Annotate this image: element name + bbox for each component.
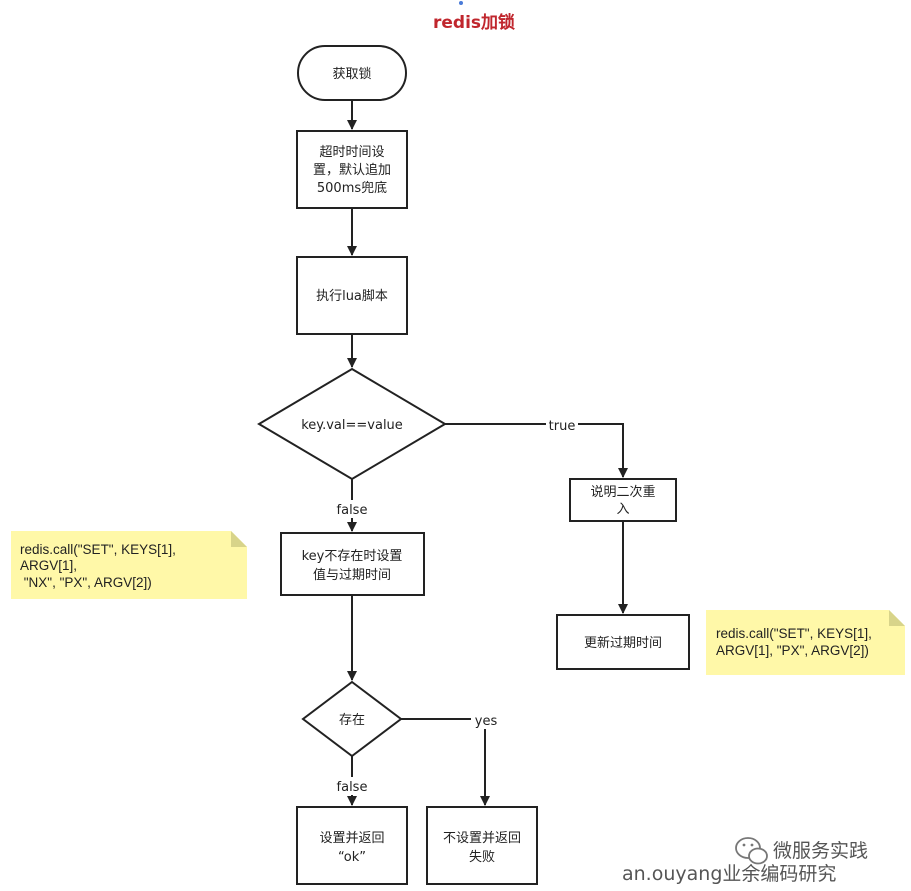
node-update-expire-label: 更新过期时间 <box>584 635 662 651</box>
node-fail: 不设置并返回 失败 <box>426 806 538 885</box>
note-left-line-1: redis.call("SET", KEYS[1], <box>20 542 176 557</box>
node-reentry-line-1: 说明二次重 <box>590 484 655 500</box>
decision-exists: 存在 <box>301 680 403 758</box>
decision-key-val-label: key.val==value <box>301 418 403 433</box>
node-set-ok: 设置并返回 “ok” <box>296 806 408 885</box>
node-fail-line-2: 失败 <box>469 850 495 865</box>
node-reentry: 说明二次重 入 <box>569 478 677 522</box>
node-set-expire-line-1: key不存在时设置 <box>302 549 403 564</box>
node-timeout-line-3: 500ms兜底 <box>317 180 387 196</box>
node-reentry-line-2: 入 <box>616 502 629 517</box>
watermark: 微服务实践 an.ouyang业余编码研究 <box>622 837 868 885</box>
wechat-icon <box>735 837 768 865</box>
edge-decision-true <box>445 423 628 478</box>
node-update-expire: 更新过期时间 <box>556 614 690 670</box>
node-set-ok-line-2: “ok” <box>338 850 366 865</box>
node-timeout-line-1: 超时时间设 <box>319 145 384 160</box>
watermark-brand: 微服务实践 <box>773 840 868 862</box>
node-set-ok-line-1: 设置并返回 <box>319 831 384 846</box>
note-right-line-1: redis.call("SET", KEYS[1], <box>716 626 872 641</box>
label-yes-bg <box>471 711 501 729</box>
decision-key-val: key.val==value <box>257 367 447 481</box>
note-left-line-3: "NX", "PX", ARGV[2]) <box>20 575 152 590</box>
label-true-bg <box>546 416 578 434</box>
diagram-title: redis加锁 <box>433 12 515 33</box>
node-timeout: 超时时间设 置，默认追加 500ms兜底 <box>296 130 408 209</box>
node-exec-lua: 执行lua脚本 <box>296 256 408 335</box>
label-false1-bg <box>334 500 370 518</box>
node-set-expire-line-2: 值与过期时间 <box>313 567 391 583</box>
edge-label-yes: yes <box>475 714 498 729</box>
edge-label-true: true <box>549 419 576 434</box>
edge-exists-yes <box>401 718 490 806</box>
decision-exists-label: 存在 <box>339 713 365 728</box>
node-timeout-line-2: 置，默认追加 <box>313 162 391 178</box>
edge-label-false-1: false <box>337 503 368 518</box>
node-start: 获取锁 <box>297 45 407 101</box>
accent-dot <box>459 1 463 5</box>
note-right-line-2: ARGV[1], "PX", ARGV[2]) <box>716 643 869 658</box>
node-fail-line-1: 不设置并返回 <box>443 831 521 846</box>
note-right: redis.call("SET", KEYS[1], ARGV[1], "PX"… <box>706 610 905 675</box>
label-false2-bg <box>334 777 370 795</box>
node-set-expire: key不存在时设置 值与过期时间 <box>280 532 425 596</box>
edge-label-false-2: false <box>337 780 368 795</box>
node-exec-lua-label: 执行lua脚本 <box>316 288 388 304</box>
note-left: redis.call("SET", KEYS[1], ARGV[1], "NX"… <box>11 531 247 599</box>
watermark-author: an.ouyang业余编码研究 <box>622 863 836 885</box>
note-left-line-2: ARGV[1], <box>20 558 77 573</box>
node-start-label: 获取锁 <box>332 66 371 82</box>
